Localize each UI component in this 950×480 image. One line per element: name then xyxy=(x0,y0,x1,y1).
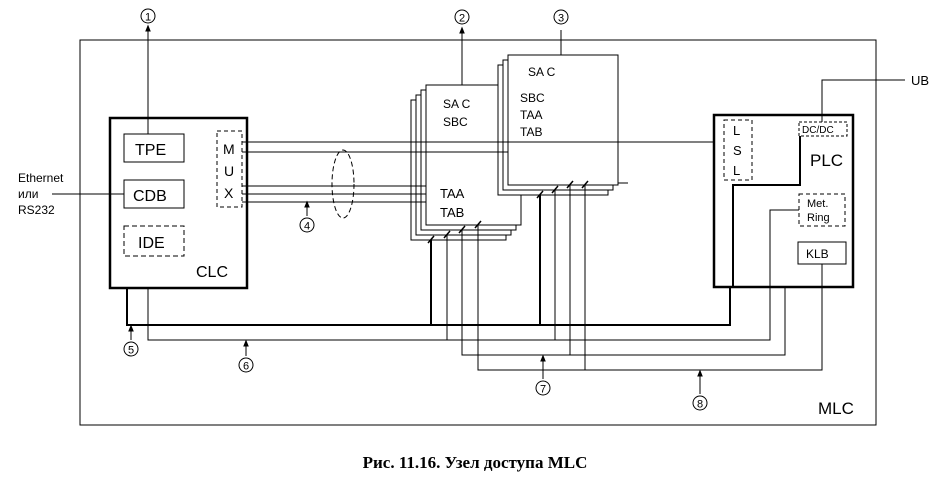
marker-4-label: 4 xyxy=(304,221,310,233)
marker-1-circle xyxy=(140,8,156,24)
back-card-top-1: SA C xyxy=(443,97,471,111)
mux-box xyxy=(216,130,243,208)
clc-block xyxy=(108,116,249,290)
mlc-label: MLC xyxy=(818,399,854,418)
marker-8-label: 8 xyxy=(697,399,703,411)
cdb-box xyxy=(123,179,185,209)
marker-6-label: 6 xyxy=(243,361,249,373)
bus-5 xyxy=(126,287,731,326)
back-card-tab: TAB xyxy=(440,205,464,220)
tpe-box xyxy=(123,133,185,163)
klb-label: KLB xyxy=(806,247,829,261)
front-card-sbc: SBC xyxy=(520,91,545,105)
back-card-slashes xyxy=(427,220,482,244)
marker-5-circle xyxy=(123,341,139,357)
bus-7 xyxy=(461,230,786,356)
mux-letter-m: M xyxy=(223,141,235,157)
ide-box xyxy=(123,225,185,257)
marker-2-label: 2 xyxy=(459,13,465,25)
marker-8-circle xyxy=(692,395,708,411)
met-ring-label-1: Met. xyxy=(807,198,828,210)
lsl-letter-2: S xyxy=(733,143,742,158)
marker-4-circle xyxy=(299,217,315,233)
marker-2-circle xyxy=(454,9,470,25)
front-card-sac: SA C xyxy=(528,65,556,79)
rs232-label: RS232 xyxy=(18,203,55,217)
lsl-letter-1: L xyxy=(733,123,740,138)
ub-label: UB xyxy=(911,73,929,88)
dcdc-label: DC/DC xyxy=(802,125,834,136)
ethernet-label: Ethernet xyxy=(18,171,64,185)
marker-6-circle xyxy=(238,357,254,373)
ub-line xyxy=(821,79,905,122)
plc-divider xyxy=(732,136,801,287)
dcdc-box xyxy=(798,121,848,137)
front-card-tab: TAB xyxy=(520,125,542,139)
cdb-label: CDB xyxy=(133,188,167,205)
met-ring-label-2: Ring xyxy=(807,212,830,224)
front-card-1 xyxy=(507,54,619,186)
figure-caption: Рис. 11.16. Узел доступа MLC xyxy=(363,453,588,472)
front-card-taa: TAA xyxy=(520,108,542,122)
plc-label: PLC xyxy=(810,151,843,170)
bus-8 xyxy=(477,225,823,371)
plc-block xyxy=(712,113,855,289)
lsl-letter-3: L xyxy=(733,163,740,178)
ili-label: или xyxy=(18,187,38,201)
marker-3-circle xyxy=(553,9,569,25)
tpe-label: TPE xyxy=(135,142,166,159)
marker-5-label: 5 xyxy=(128,345,134,357)
marker-7-circle xyxy=(535,380,551,396)
marker-1-label: 1 xyxy=(145,12,151,24)
bundle-ellipse xyxy=(331,149,355,219)
mux-letter-u: U xyxy=(224,163,234,179)
back-card-taa: TAA xyxy=(440,186,465,201)
bus-6 xyxy=(147,209,799,341)
ide-label: IDE xyxy=(138,235,165,252)
mlc-frame xyxy=(79,39,877,426)
front-card-slashes xyxy=(536,180,589,199)
clc-label: CLC xyxy=(196,264,228,281)
lsl-box xyxy=(723,119,753,181)
mux-letter-x: X xyxy=(224,185,234,201)
marker-3-label: 3 xyxy=(558,13,564,25)
back-card-top-2: SBC xyxy=(443,115,468,129)
marker-7-label: 7 xyxy=(540,384,546,396)
